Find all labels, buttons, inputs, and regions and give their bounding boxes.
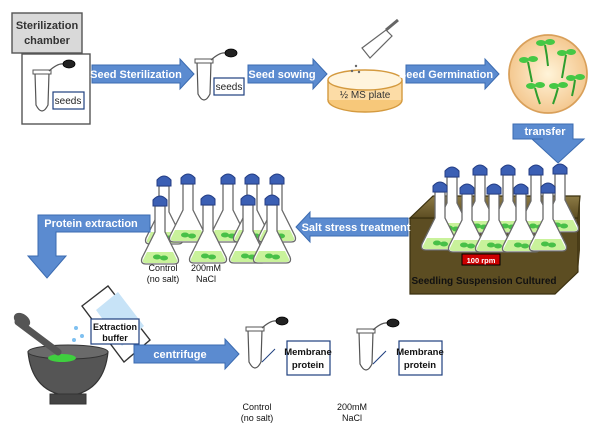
- tube-salt-line1: 200mM: [337, 402, 367, 412]
- shaker-label: Seedling Suspension Cultured: [411, 276, 556, 287]
- extraction-buffer-line2: buffer: [102, 333, 128, 343]
- arrow-salt-stress: Salt stress treatment: [295, 210, 411, 244]
- tube-seeds-box: [213, 77, 245, 96]
- ms-plate-label: ½ MS plate: [340, 90, 391, 101]
- chamber-seeds-label: seeds: [55, 96, 82, 107]
- ms-plate: ½ MS plate: [327, 18, 403, 113]
- arrow-protein-extraction: Protein extraction: [26, 214, 151, 279]
- arrow-seed-sterilization: Seed Sterilization: [90, 57, 195, 91]
- step-salt-stress: Salt stress treatment: [302, 222, 411, 234]
- membrane-tube-salt: Membrane protein 200mM NaCl: [337, 318, 444, 423]
- shaker: 100 rpm Seedling Suspension Cultured: [408, 163, 581, 295]
- tube-control-line2: (no salt): [241, 413, 274, 423]
- arrow-centrifuge: centrifuge: [133, 337, 240, 371]
- step-centrifuge: centrifuge: [153, 349, 206, 361]
- step-transfer: transfer: [525, 126, 567, 138]
- flask-control-line1: Control: [148, 263, 177, 273]
- flask-salt-line2: NaCl: [196, 274, 216, 284]
- step-seed-germination: Seed Germination: [399, 69, 493, 81]
- rpm-display: [461, 253, 501, 266]
- flask-salt-line1: 200mM: [191, 263, 221, 273]
- extraction-buffer-line1: Extraction: [93, 322, 137, 332]
- salt-flasks: Control (no salt) 200mM NaCl: [140, 173, 297, 284]
- germination-plate: [508, 34, 588, 114]
- extraction-buffer: Extraction buffer: [81, 285, 151, 364]
- seed-tube: seeds: [194, 48, 245, 101]
- membrane-1-line1: Membrane: [284, 347, 332, 358]
- chamber-header: [11, 12, 83, 54]
- flask-control-line2: (no salt): [147, 274, 180, 284]
- step-seed-sowing: Seed sowing: [248, 69, 315, 81]
- arrow-transfer: transfer: [512, 123, 586, 164]
- chamber-title-line1: Sterilization: [16, 20, 79, 32]
- sterilization-chamber: Sterilization chamber seeds: [11, 12, 91, 125]
- tube-seeds-label: seeds: [216, 82, 243, 93]
- step-seed-sterilization: Seed Sterilization: [90, 69, 182, 81]
- tube-salt-line2: NaCl: [342, 413, 362, 423]
- tube-control-line1: Control: [242, 402, 271, 412]
- arrow-seed-germination: Seed Germination: [399, 57, 500, 91]
- mortar-pestle: [13, 312, 109, 405]
- rpm-label: 100 rpm: [467, 256, 496, 265]
- membrane-2-line2: protein: [404, 360, 436, 371]
- membrane-tube-control: Membrane protein Control (no salt): [241, 316, 332, 423]
- chamber-seeds-box: [52, 91, 85, 110]
- step-protein-extraction: Protein extraction: [44, 218, 138, 230]
- chamber-title-line2: chamber: [24, 35, 71, 47]
- membrane-2-line1: Membrane: [396, 347, 444, 358]
- membrane-1-line2: protein: [292, 360, 324, 371]
- arrow-seed-sowing: Seed sowing: [247, 57, 328, 91]
- pipette-icon: [350, 18, 399, 74]
